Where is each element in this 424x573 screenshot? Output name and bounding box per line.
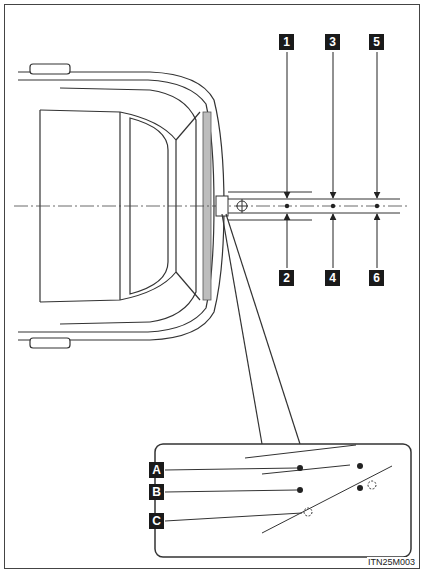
callout-number: 1 [279, 34, 294, 50]
callout-number: 5 [369, 34, 384, 50]
callout-number: 3 [325, 34, 340, 50]
callout-number: 2 [279, 270, 294, 286]
callout-number: 4 [325, 270, 340, 286]
callout-letter: C [149, 513, 164, 529]
callout-letter: B [149, 484, 164, 500]
callout-letter: A [149, 462, 164, 478]
figure-code: ITN25M003 [367, 557, 416, 568]
callout-number: 6 [369, 270, 384, 286]
